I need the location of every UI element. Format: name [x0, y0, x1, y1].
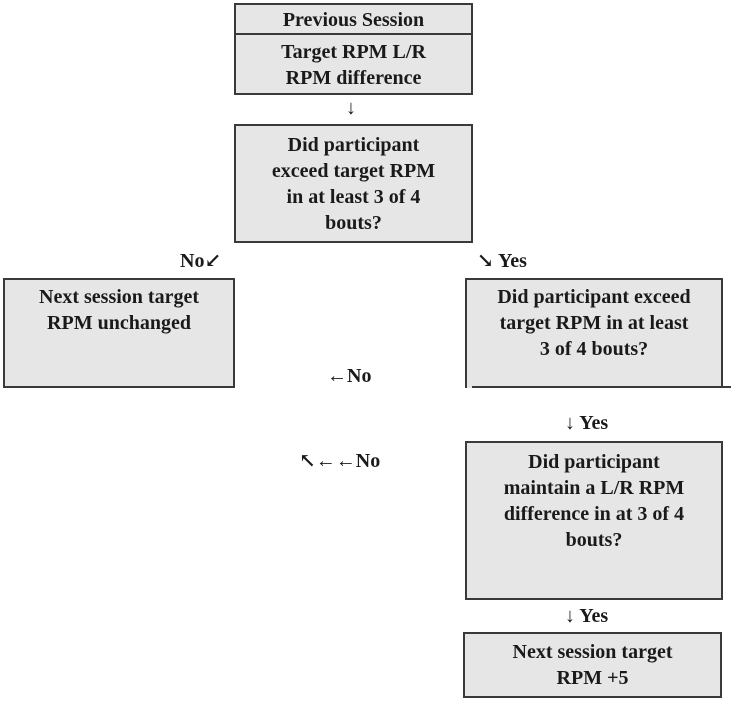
question-2-line-2: target RPM in at least	[499, 312, 689, 334]
question-1-line-1: Did participant	[287, 134, 420, 156]
question-3-box: Did participant maintain a L/R RPM diffe…	[465, 441, 723, 600]
no-label-1: No↙	[180, 250, 222, 272]
question-1-line-2: exceed target RPM	[271, 160, 436, 182]
previous-session-box: Previous Session Target RPM L/R RPM diff…	[234, 3, 473, 95]
question-1-line-4: bouts?	[325, 212, 382, 234]
arrow-down-1: ↓	[346, 97, 356, 119]
question-3-line-2: maintain a L/R RPM	[503, 477, 685, 499]
yes-label-3: ↓ Yes	[565, 605, 609, 627]
question-2-bottom-border	[472, 386, 731, 388]
plus5-box: Next session target RPM +5	[463, 632, 722, 698]
question-2-line-1: Did participant exceed	[497, 286, 691, 308]
plus5-line-2: RPM +5	[556, 667, 629, 689]
question-3-line-4: bouts?	[565, 529, 623, 551]
question-1-line-3: in at least 3 of 4	[286, 186, 421, 208]
question-3-line-1: Did participant	[528, 451, 660, 473]
unchanged-line-2: RPM unchanged	[47, 312, 191, 334]
question-1-box: Did participant exceed target RPM in at …	[234, 124, 473, 243]
plus5-line-1: Next session target	[512, 641, 673, 663]
previous-session-header: Previous Session	[236, 5, 471, 35]
no-label-2: ←No	[327, 365, 372, 387]
unchanged-box: Next session target RPM unchanged	[3, 278, 235, 388]
previous-session-line-2: RPM difference	[285, 67, 422, 89]
yes-label-2: ↓ Yes	[565, 412, 609, 434]
question-2-box: Did participant exceed target RPM in at …	[465, 278, 723, 388]
previous-session-title: Previous Session	[282, 9, 425, 31]
yes-label-1: ↘ Yes	[477, 250, 527, 272]
question-3-line-3: difference in at 3 of 4	[503, 503, 685, 525]
question-2-line-3: 3 of 4 bouts?	[539, 338, 649, 360]
no-label-3: ↖←←No	[299, 450, 381, 472]
unchanged-line-1: Next session target	[39, 286, 199, 308]
previous-session-line-1: Target RPM L/R	[281, 41, 426, 63]
